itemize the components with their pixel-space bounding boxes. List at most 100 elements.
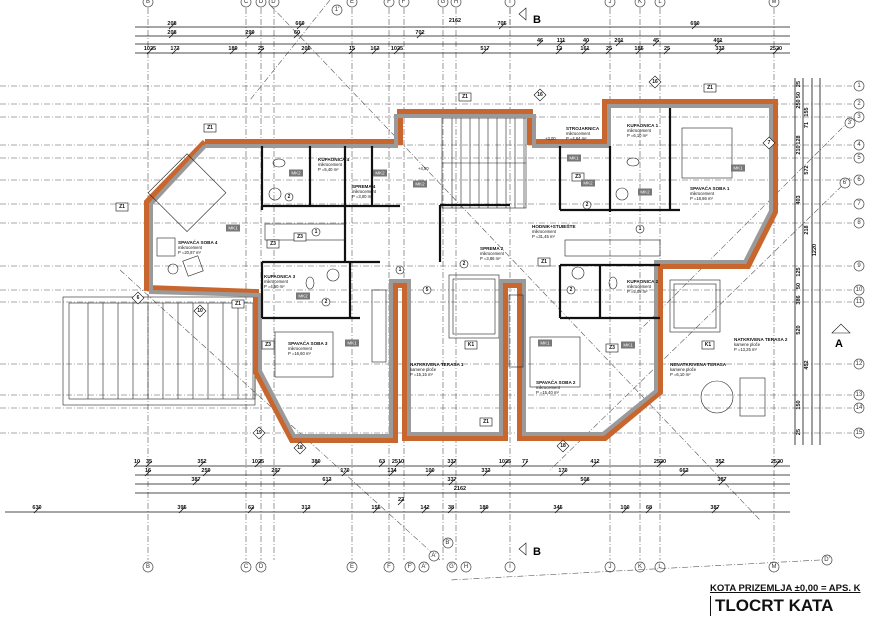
dimension-value: 128 — [796, 135, 802, 144]
axis-label: D — [259, 564, 264, 570]
dimension-value: 163 — [370, 46, 379, 52]
dimension-value: 210 — [796, 145, 802, 154]
dimension-value: 189 — [479, 505, 488, 511]
dimension-value: 337 — [447, 477, 456, 483]
window-tag: 18 — [556, 439, 570, 453]
room-finish: mikrocement — [690, 191, 715, 196]
room-name: KUPAONICA 2 — [627, 279, 659, 284]
axis-label: D' — [824, 557, 829, 563]
axis-label: E — [350, 0, 354, 5]
axis-label: 5 — [857, 155, 861, 161]
door-tag: 5 — [422, 285, 432, 295]
dimension-value: 25 — [258, 46, 264, 52]
tag-text: MK2 — [583, 181, 593, 186]
axis-marker-top: C — [240, 0, 252, 8]
axis-label: 8 — [857, 220, 861, 226]
dimension-value: 1025 — [391, 46, 403, 52]
door-tag: 1 — [395, 265, 405, 275]
axis-marker-top: E — [346, 0, 358, 8]
room-name: SPREMA 2 — [480, 246, 504, 251]
tag-text: K1 — [468, 342, 475, 348]
diagonal-axis-marker: 6' — [839, 177, 851, 189]
tag-text: Z1 — [541, 259, 547, 265]
axis-label: 1 — [857, 83, 861, 89]
axis-marker-top: K — [634, 0, 646, 8]
axis-marker-bottom: F' — [404, 561, 416, 573]
dimension-value: 520 — [796, 325, 802, 334]
room-finish: mikrocement — [536, 385, 561, 390]
section-marker-b-bottom: B — [518, 542, 541, 558]
tag-text: MK2 — [375, 171, 385, 176]
room-area: P =4,50 m² — [264, 284, 285, 289]
dimension-value: 25 — [664, 46, 670, 52]
room-finish: mikrocement — [627, 284, 652, 289]
dimension-value: 170 — [558, 468, 567, 474]
staircase — [441, 117, 527, 209]
dimension-value: 40 — [583, 38, 589, 44]
room-finish: mikrocement — [318, 162, 343, 167]
total-dimension: 2162 — [449, 18, 461, 24]
tag-text: 7 — [768, 140, 771, 146]
dimension-value: 161 — [580, 46, 589, 52]
dimension-value: 77 — [522, 459, 528, 465]
tag-text: MK2 — [291, 171, 301, 176]
dimension-value: 412 — [590, 459, 599, 465]
section-b-label: B — [533, 14, 541, 26]
drawing-title: TLOCRT KATA — [710, 596, 860, 616]
wall-type-tag: Z1 — [458, 92, 472, 102]
door-tag: 2 — [459, 259, 469, 269]
dimension-value: 38 — [448, 505, 454, 511]
axis-label: 2 — [857, 101, 861, 107]
axis-label: 12 — [856, 361, 863, 367]
section-marker-a: A — [831, 323, 851, 350]
dimension-value: 62 — [248, 505, 254, 511]
dimension-value: 333 — [715, 46, 724, 52]
axis-marker-right: 5 — [853, 152, 865, 164]
tag-text: K1 — [705, 342, 712, 348]
door-tag: 1 — [311, 227, 321, 237]
tag-text: Z3 — [265, 342, 271, 348]
dimension-value: 50 — [796, 92, 802, 98]
dimension-value: 1025 — [144, 46, 156, 52]
tag-text: 18 — [297, 445, 303, 451]
dimension-value: 142 — [420, 505, 429, 511]
exterior-deck — [62, 296, 256, 406]
axis-marker-right: 3 — [853, 111, 865, 123]
wall-type-tag: K1 — [464, 340, 478, 350]
dimension-value: 218 — [804, 225, 810, 234]
dimension-value: 208 — [167, 21, 176, 27]
axis-marker-top: B — [142, 0, 154, 8]
floor-finish-tag: MK2 — [413, 180, 427, 188]
axis-marker-bottom: A' — [418, 561, 430, 573]
room-area: P =31,45 m² — [532, 234, 555, 239]
room-area: P =5,05 m² — [627, 289, 648, 294]
dimension-value: 352 — [197, 459, 206, 465]
dimension-value: 16 — [145, 468, 151, 474]
tag-text: 16 — [652, 79, 658, 85]
dimension-value: 205 — [301, 46, 310, 52]
wall-type-tag: Z1 — [203, 123, 217, 133]
room-area: P =15,40 m² — [536, 390, 559, 395]
dimension-value: 170 — [340, 468, 349, 474]
axis-marker-right: 13 — [853, 389, 865, 401]
dimension-value: 403 — [796, 195, 802, 204]
dimension-value: 663 — [679, 468, 688, 474]
room-name: NATKRIVENA TERASA 2 — [734, 337, 788, 342]
dimension-value: 452 — [804, 360, 810, 369]
dimension-value: 250 — [796, 99, 802, 108]
axis-marker-top: G — [437, 0, 449, 8]
level-mark: +4,50 — [418, 166, 429, 171]
axis-marker-bottom: D — [255, 561, 267, 573]
reference-level: KOTA PRIZEMLJA ±0,00 = APS. K — [710, 583, 861, 594]
axis-label: G — [441, 0, 446, 5]
axis-marker-right: 11 — [853, 296, 865, 308]
dimension-value: 60 — [294, 30, 300, 36]
axis-marker-bottom: I — [504, 561, 516, 573]
axis-label: J — [609, 0, 612, 5]
